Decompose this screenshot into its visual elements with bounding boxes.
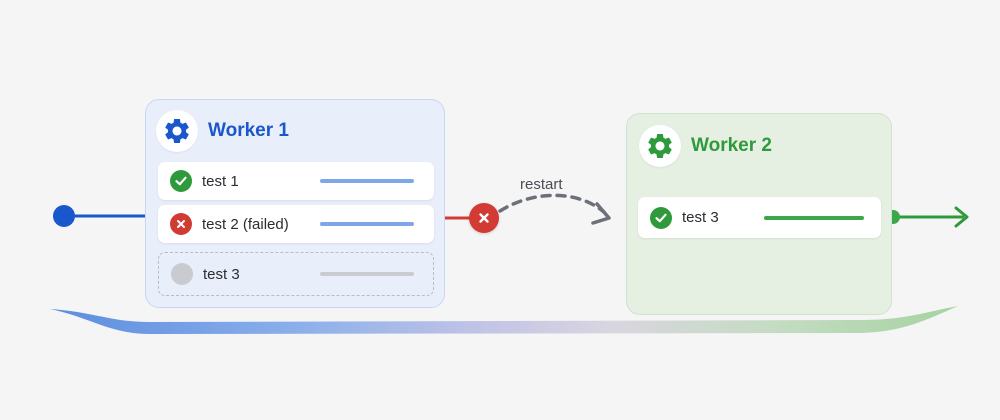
worker-2-card: Worker 2 test 3 [626, 113, 892, 315]
x-circle-icon [170, 213, 192, 235]
end-arrowhead-icon [954, 206, 969, 228]
test-label: test 3 [682, 209, 719, 226]
worker-2-gear-badge [639, 125, 681, 167]
worker-2-title: Worker 2 [691, 135, 772, 156]
timeline-band [50, 306, 958, 334]
check-circle-icon [650, 206, 672, 229]
test-row-test-3: test 3 [638, 197, 881, 238]
gear-icon [648, 134, 672, 158]
worker-1-gear-badge [156, 110, 198, 152]
restart-label: restart [520, 176, 563, 193]
test-label: test 3 [203, 265, 240, 283]
progress-bar [764, 216, 864, 220]
test-label: test 1 [202, 172, 239, 190]
test-label: test 2 (failed) [202, 215, 289, 233]
test-row-test-3-pending: test 3 [158, 252, 434, 296]
progress-bar [320, 272, 414, 276]
worker-1-title: Worker 1 [208, 120, 289, 141]
worker-2-header: Worker 2 [639, 125, 772, 167]
empty-circle-icon [171, 263, 193, 285]
x-circle-icon [469, 203, 499, 233]
progress-bar [320, 222, 414, 226]
worker-1-header: Worker 1 [156, 110, 289, 152]
restart-arrowhead [591, 202, 611, 225]
worker-1-card: Worker 1 test 1 test 2 (failed) [145, 99, 445, 308]
test-row-test-2: test 2 (failed) [158, 205, 434, 243]
restart-arrow-path [498, 193, 606, 214]
progress-bar [320, 179, 414, 183]
gear-icon [165, 119, 189, 143]
test-row-test-1: test 1 [158, 162, 434, 200]
check-circle-icon [170, 170, 192, 192]
start-node [53, 205, 75, 227]
